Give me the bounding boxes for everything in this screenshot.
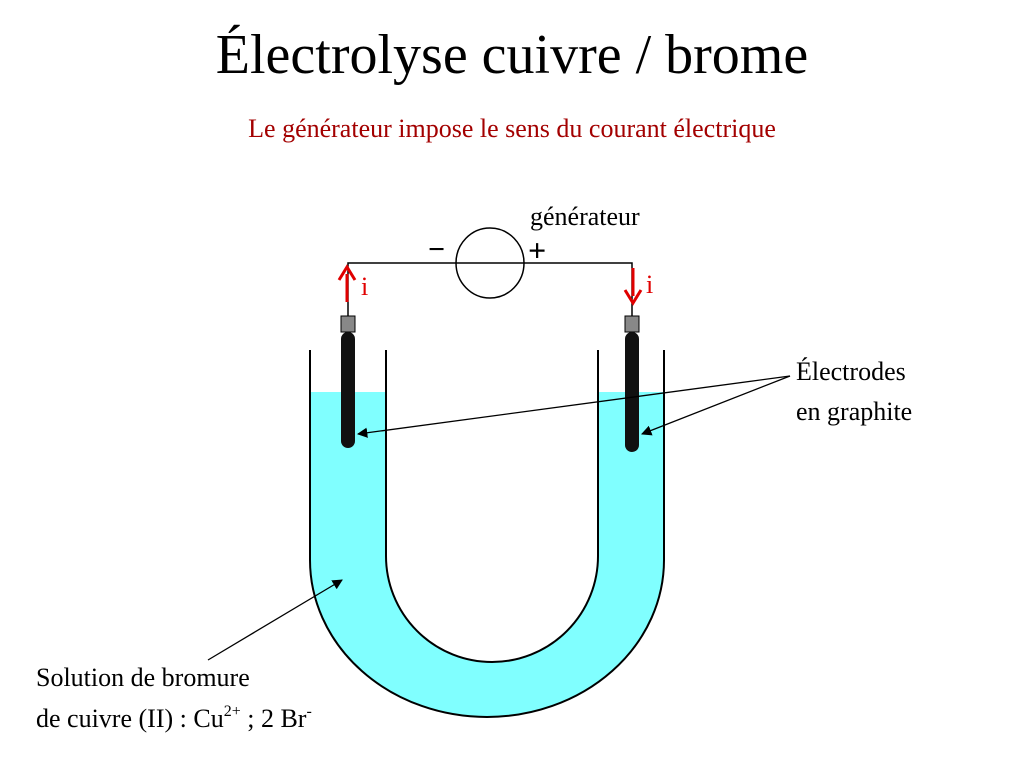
electrode-pointer-right [641, 375, 791, 436]
copper-ion-charge: 2+ [224, 703, 241, 720]
copper-bromide-solution [310, 392, 664, 717]
electrodes-label-line2: en graphite [796, 397, 912, 426]
electrode-pointer-left [356, 375, 791, 438]
electrodes-label-line1: Électrodes [796, 357, 906, 386]
solution-line2-mid: ; 2 Br [241, 704, 307, 733]
wire-right [524, 262, 633, 318]
electrode-left [340, 315, 356, 448]
generator-label: générateur [530, 202, 640, 231]
current-label-left: i [361, 272, 368, 301]
solution-label-line1: Solution de bromure [36, 663, 250, 692]
generator-symbol [455, 227, 525, 299]
u-tube-inner-wall [385, 350, 599, 663]
current-label-right: i [646, 270, 653, 299]
electrode-right [624, 315, 640, 452]
bromide-ion-charge: - [306, 703, 311, 720]
generator-plus-terminal: + [528, 232, 546, 268]
solution-label-line2: de cuivre (II) : Cu2+ ; 2 Br- [36, 703, 312, 733]
solution-pointer [207, 579, 343, 661]
u-tube-outer-wall [309, 350, 665, 718]
generator-minus-terminal: − [428, 233, 445, 266]
current-arrow-left [337, 264, 357, 302]
current-arrow-right [623, 268, 643, 306]
solution-line2-prefix: de cuivre (II) : Cu [36, 704, 224, 733]
slide-title: Électrolyse cuivre / brome [215, 24, 809, 86]
slide-subtitle: Le générateur impose le sens du courant … [248, 114, 776, 143]
